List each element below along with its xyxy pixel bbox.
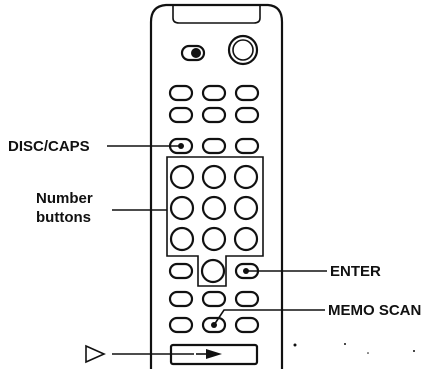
disc-caps-label: DISC/CAPS — [8, 138, 90, 155]
play-outline-icon — [85, 344, 106, 364]
speckles — [150, 261, 415, 354]
number-buttons-region — [166, 156, 264, 287]
enter-label: ENTER — [330, 263, 381, 280]
button-row-4 — [168, 258, 260, 284]
number-buttons-label-line2: buttons — [36, 209, 91, 226]
button-row-1 — [168, 84, 260, 102]
remote-body — [149, 3, 284, 369]
number-buttons-label-line1: Number — [36, 190, 93, 207]
memo-scan-leader — [213, 309, 325, 326]
number-keypad — [169, 164, 259, 252]
button-row-3 — [168, 137, 260, 155]
button-row-2 — [168, 106, 260, 124]
button-row-5 — [168, 290, 260, 308]
power-switch — [180, 44, 206, 62]
leader-lines — [107, 145, 327, 355]
round-top-button — [227, 34, 259, 66]
memo-scan-label: MEMO SCAN — [328, 302, 421, 319]
